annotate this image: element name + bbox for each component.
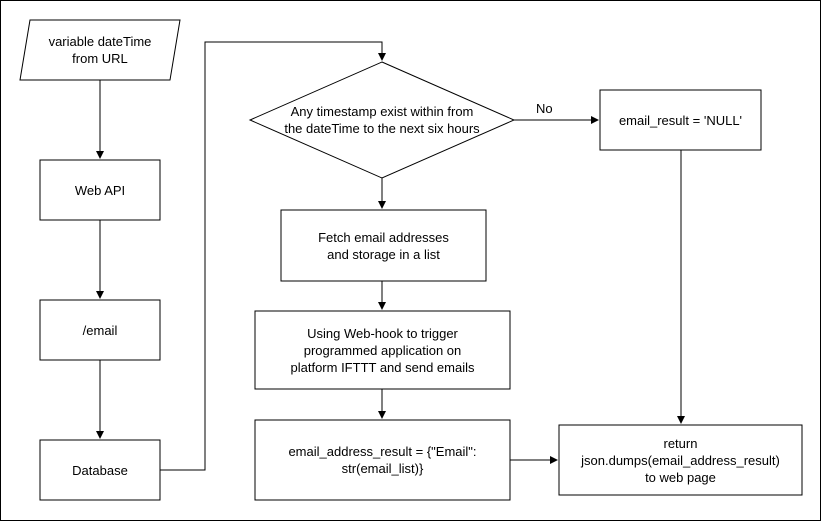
email-route-label: /email	[82, 322, 118, 338]
address-result-box	[254, 419, 511, 501]
return-label: return json.dumps(email_address_result) …	[581, 435, 780, 485]
input-label: variable dateTime from URL	[48, 34, 152, 66]
decision-label: Any timestamp exist within from the date…	[284, 104, 480, 136]
address-result-label: email_address_result = {"Email": str(ema…	[288, 444, 477, 476]
edge-database-to-decision	[160, 41, 386, 471]
webhook-label: Using Web-hook to trigger programmed app…	[290, 325, 475, 375]
null-result-box	[599, 89, 762, 151]
null-result-label: email_result = 'NULL'	[618, 112, 743, 128]
edge-label-no: No	[535, 101, 554, 116]
fetch-box	[280, 209, 487, 282]
webhook-box	[254, 310, 511, 390]
fetch-label: Fetch email addresses and storage in a l…	[318, 229, 449, 262]
return-box	[558, 424, 803, 496]
database-label: Database	[72, 462, 128, 478]
input-parallelogram	[19, 19, 181, 81]
database-box	[39, 439, 161, 501]
web-api-label: Web API	[74, 182, 126, 198]
web-api-box	[39, 159, 161, 221]
